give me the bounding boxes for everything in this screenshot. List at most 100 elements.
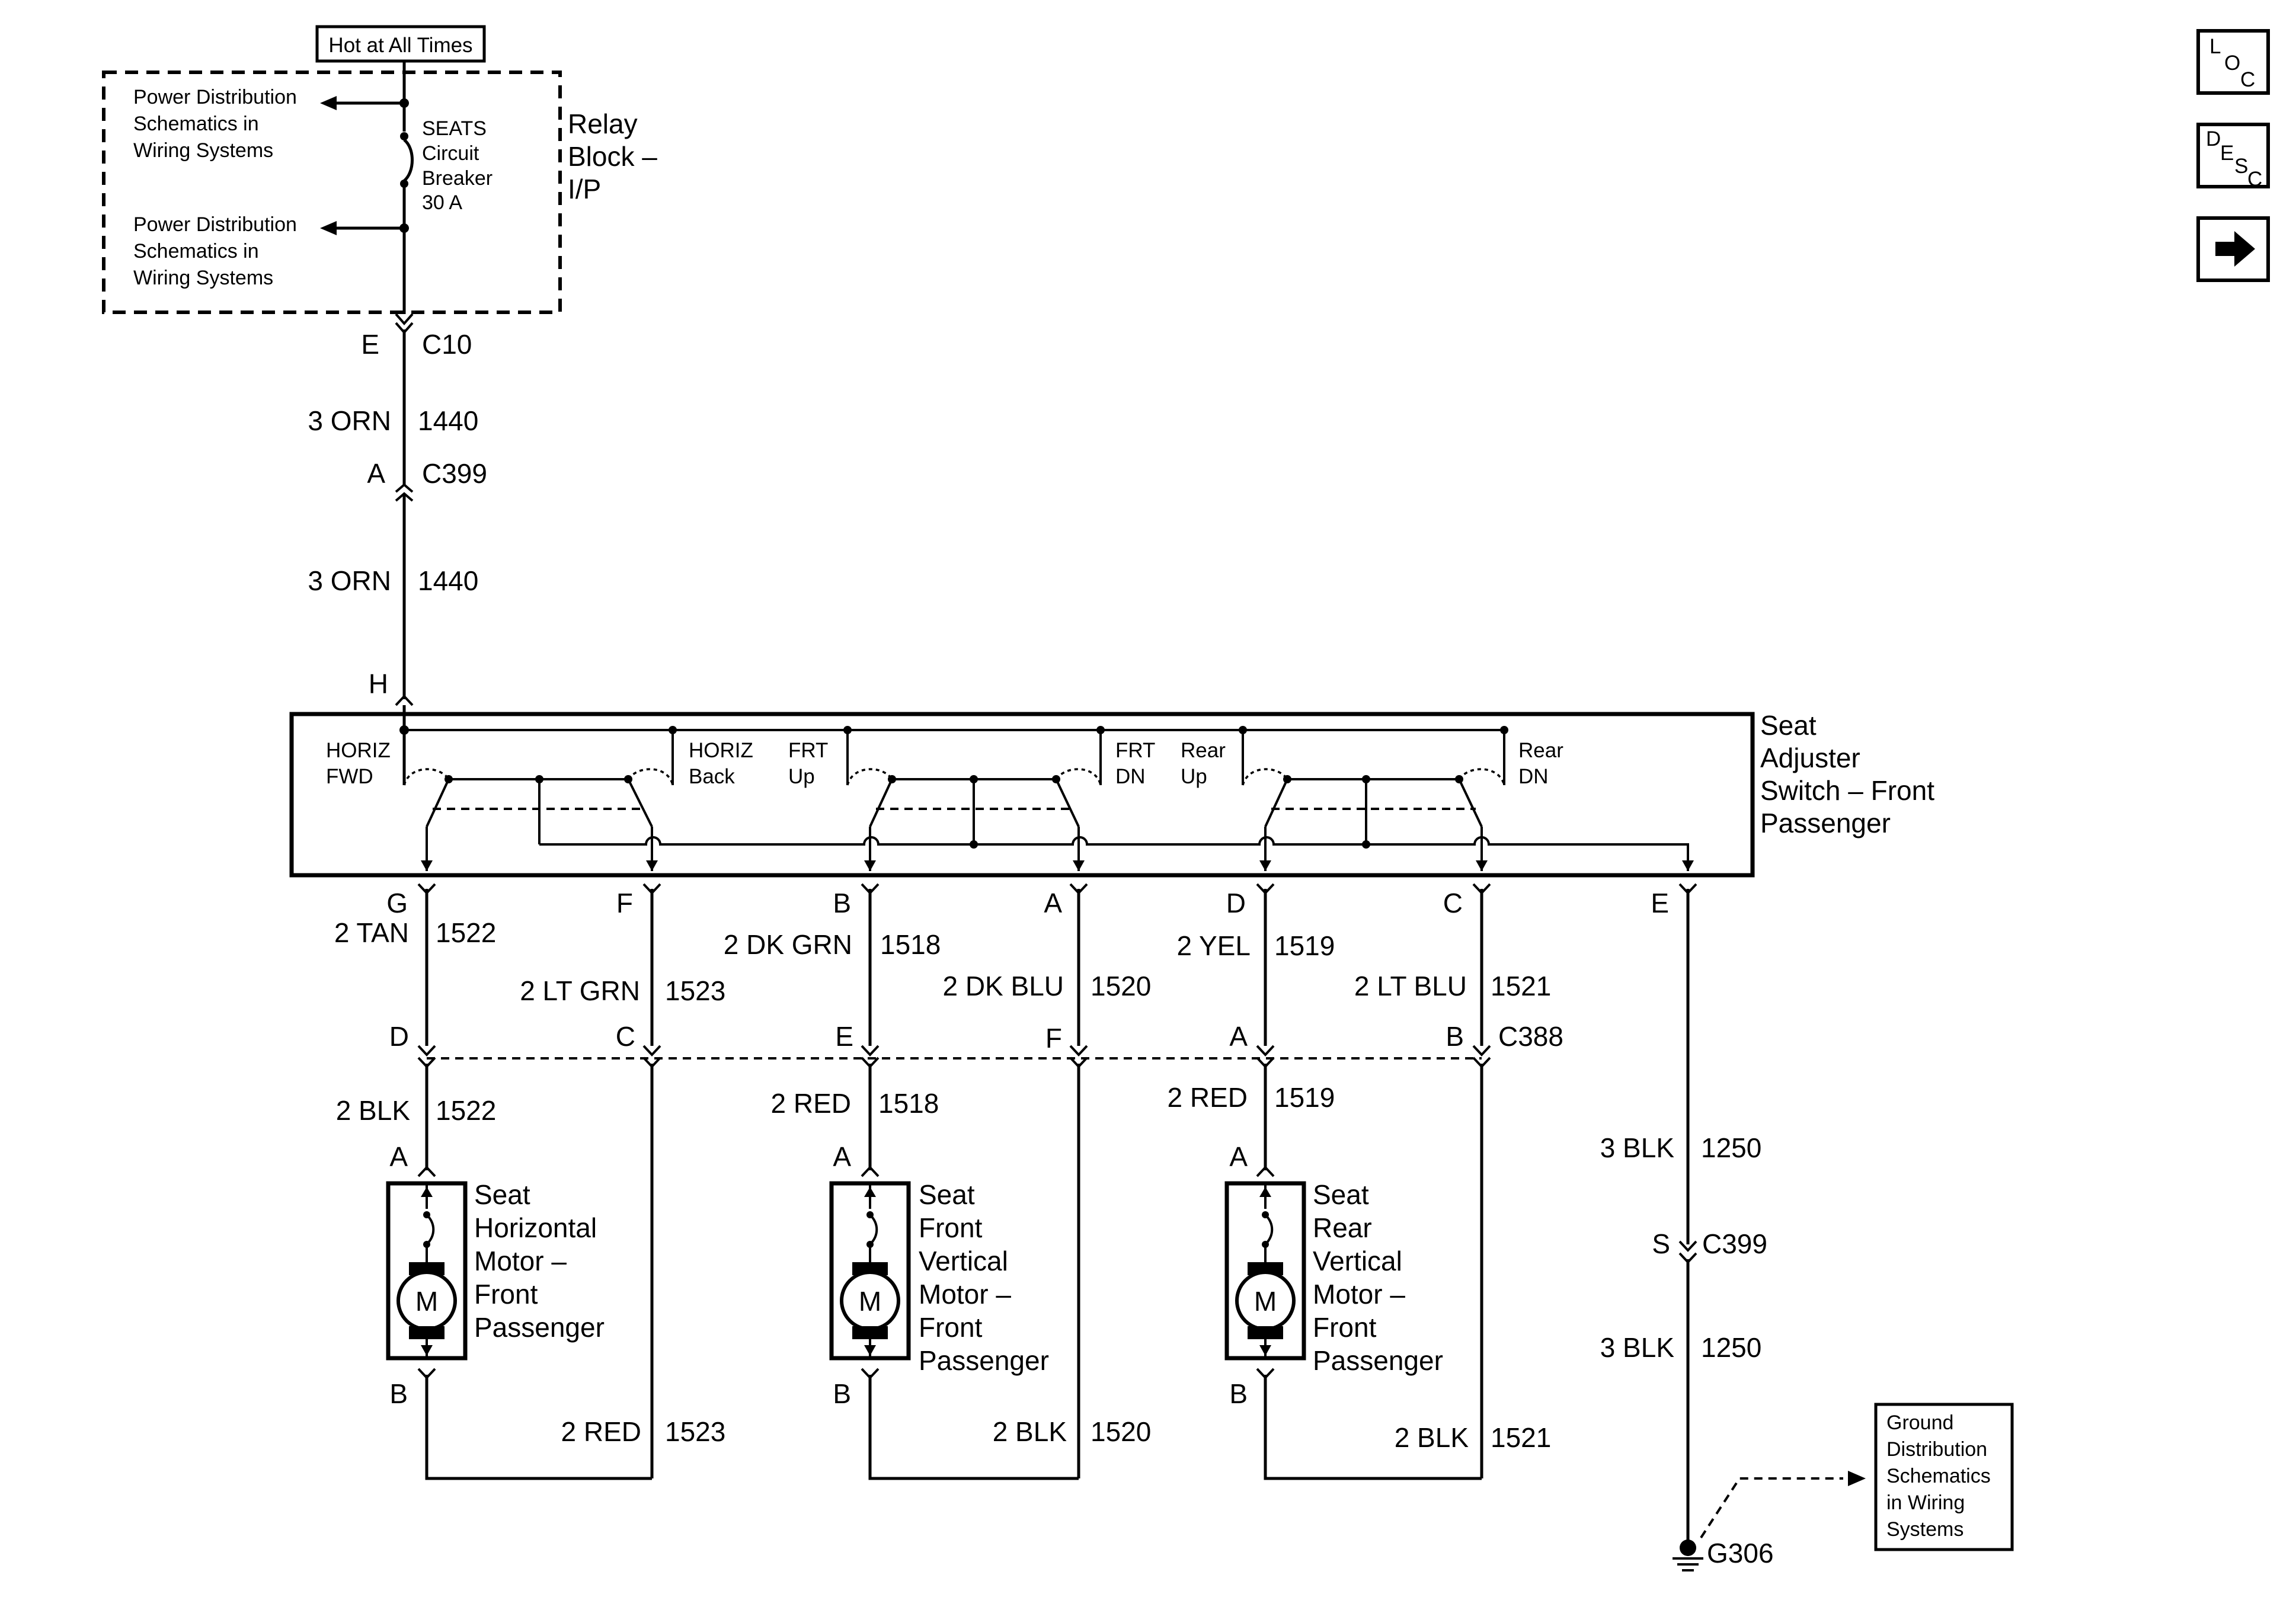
wire-1250-blk-upper: 3 BLK 1250 [1600, 1132, 1762, 1163]
svg-text:Passenger: Passenger [474, 1312, 605, 1343]
connector-c399-top: A C399 [367, 458, 487, 502]
arrow-left-icon [320, 221, 337, 235]
wire-1519-red: 2 RED 1519 [1168, 1082, 1335, 1113]
svg-text:1250: 1250 [1701, 1132, 1761, 1163]
wire-1523-lt-grn: 2 LT GRN 1523 [520, 975, 725, 1006]
svg-text:FRT: FRT [788, 739, 828, 762]
svg-text:Power Distribution: Power Distribution [133, 213, 297, 236]
svg-text:Systems: Systems [1886, 1518, 1964, 1541]
svg-text:3 BLK: 3 BLK [1600, 1132, 1675, 1163]
svg-text:Seat: Seat [1313, 1179, 1369, 1210]
svg-text:B: B [1446, 1021, 1464, 1052]
wire-1521-blk: 2 BLK 1521 [1395, 1422, 1552, 1453]
svg-text:FRT: FRT [1115, 739, 1155, 762]
svg-text:Passenger: Passenger [919, 1345, 1049, 1376]
svg-text:D: D [2206, 127, 2221, 151]
svg-text:2 BLK: 2 BLK [1395, 1422, 1469, 1453]
svg-text:A: A [1229, 1141, 1248, 1172]
pin-label: A [1044, 888, 1062, 918]
svg-text:Passenger: Passenger [1760, 808, 1891, 838]
svg-text:Up: Up [1181, 765, 1207, 788]
hot-at-all-times-box: Hot at All Times [315, 25, 486, 63]
svg-text:C388: C388 [1498, 1021, 1563, 1052]
wire-1518-red: 2 RED 1518 [771, 1088, 939, 1119]
label-horiz-back: HORIZ Back [689, 739, 753, 788]
connector-c399-bottom: S C399 [1652, 1228, 1767, 1264]
svg-text:Schematics in: Schematics in [133, 240, 259, 263]
svg-text:2 RED: 2 RED [771, 1088, 851, 1119]
svg-text:B: B [389, 1378, 408, 1409]
svg-text:C: C [616, 1021, 635, 1052]
wire-color-label: 3 ORN [308, 565, 391, 596]
svg-text:O: O [2224, 52, 2240, 75]
svg-text:Seat: Seat [1760, 710, 1817, 741]
svg-text:B: B [1229, 1378, 1248, 1409]
svg-text:M: M [859, 1286, 881, 1317]
svg-text:1250: 1250 [1701, 1332, 1761, 1363]
svg-text:Vertical: Vertical [919, 1246, 1008, 1276]
svg-text:Power Distribution: Power Distribution [133, 86, 297, 108]
svg-text:L: L [2209, 35, 2221, 58]
loc-button[interactable]: L O C [2196, 29, 2270, 95]
svg-text:I/P: I/P [568, 174, 601, 204]
svg-text:Ground: Ground [1886, 1411, 1953, 1434]
svg-text:C399: C399 [422, 458, 487, 489]
svg-text:Front: Front [474, 1279, 538, 1310]
svg-text:S: S [1652, 1228, 1670, 1259]
svg-text:DN: DN [1115, 765, 1146, 788]
pin-label: G [386, 888, 408, 918]
svg-text:30 A: 30 A [422, 191, 462, 214]
svg-text:2 RED: 2 RED [1168, 1082, 1248, 1113]
svg-text:Seat: Seat [919, 1179, 975, 1210]
svg-text:Seat: Seat [474, 1179, 530, 1210]
svg-text:A: A [367, 458, 385, 489]
circuit-breaker-symbol [403, 139, 414, 182]
svg-text:Front: Front [919, 1212, 983, 1243]
label-frt-dn: FRT DN [1115, 739, 1155, 788]
arrow-left-icon [320, 96, 337, 110]
svg-text:Front: Front [1313, 1312, 1377, 1343]
svg-text:C: C [2247, 168, 2262, 191]
pin-label: F [616, 888, 633, 918]
connector-c10: E C10 [361, 313, 472, 360]
wire-1520-dk-blu: 2 DK BLU 1520 [942, 971, 1151, 1001]
pin-label: D [1226, 888, 1246, 918]
svg-text:HORIZ: HORIZ [689, 739, 753, 762]
pin-h-terminal [395, 694, 414, 706]
svg-text:C399: C399 [1702, 1228, 1767, 1259]
svg-text:HORIZ: HORIZ [326, 739, 391, 762]
svg-text:Switch – Front: Switch – Front [1760, 775, 1934, 806]
svg-text:2 RED: 2 RED [561, 1416, 641, 1447]
seat-adjuster-switch: Seat Adjuster Switch – Front Passenger [289, 710, 1934, 878]
svg-text:Adjuster: Adjuster [1760, 742, 1860, 773]
circuit-number: 1440 [418, 405, 478, 436]
wire-1520-blk: 2 BLK 1520 [993, 1416, 1152, 1447]
wire-1518-dk-grn: 2 DK GRN 1518 [724, 929, 941, 960]
svg-text:A: A [833, 1141, 851, 1172]
svg-text:C: C [2240, 68, 2255, 91]
svg-text:1521: 1521 [1491, 1422, 1551, 1453]
svg-text:E: E [361, 329, 379, 360]
svg-text:Distribution: Distribution [1886, 1438, 1987, 1461]
svg-text:S: S [2234, 155, 2248, 178]
svg-text:F: F [1045, 1023, 1062, 1054]
svg-text:B: B [833, 1378, 851, 1409]
svg-text:G306: G306 [1707, 1538, 1774, 1569]
power-distribution-ref-bottom: Power Distribution Schematics in Wiring … [133, 213, 297, 289]
pin-label: C [1443, 888, 1463, 918]
svg-text:Front: Front [919, 1312, 983, 1343]
svg-text:2 LT GRN: 2 LT GRN [520, 975, 640, 1006]
svg-text:1523: 1523 [665, 975, 725, 1006]
svg-text:E: E [835, 1021, 853, 1052]
svg-text:DN: DN [1518, 765, 1549, 788]
svg-text:1523: 1523 [665, 1416, 725, 1447]
svg-text:Passenger: Passenger [1313, 1345, 1443, 1376]
desc-button[interactable]: D E S C [2196, 123, 2270, 191]
svg-text:C10: C10 [422, 329, 472, 360]
next-button[interactable] [2196, 216, 2270, 282]
relay-block-ip: Relay Block – I/P [102, 71, 657, 314]
svg-text:A: A [1229, 1021, 1248, 1052]
svg-text:Breaker: Breaker [422, 167, 493, 190]
svg-text:2 DK GRN: 2 DK GRN [724, 929, 852, 960]
